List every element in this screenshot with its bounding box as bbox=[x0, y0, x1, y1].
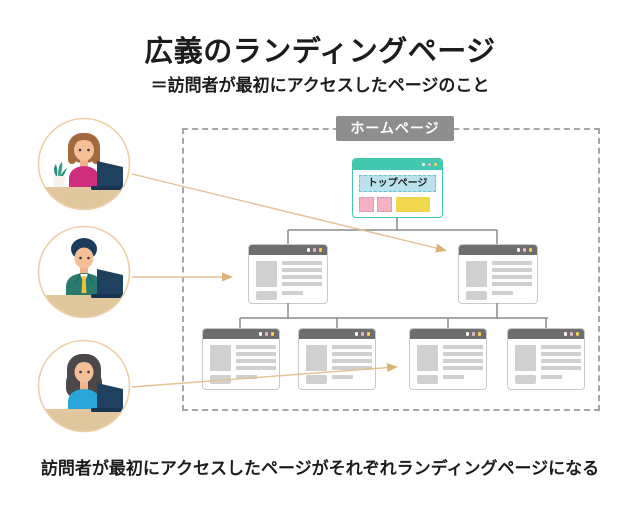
placeholder-image-block bbox=[306, 345, 327, 371]
placeholder-button-block bbox=[515, 375, 536, 384]
page-subtitle: ＝訪問者が最初にアクセスしたページのこと bbox=[150, 76, 490, 95]
laptop-icon bbox=[97, 269, 123, 296]
subpage-window-6 bbox=[507, 328, 585, 390]
placeholder-button-block bbox=[466, 291, 487, 300]
window-dot bbox=[427, 162, 432, 167]
visitor-2-avatar-icon bbox=[37, 225, 131, 319]
plant-icon bbox=[53, 162, 67, 187]
placeholder-button-block bbox=[256, 291, 277, 300]
yellow-content-block bbox=[396, 197, 430, 212]
window-control-dots bbox=[203, 329, 279, 339]
window-control-dots bbox=[299, 329, 375, 339]
placeholder-image-block bbox=[466, 261, 487, 287]
subpage-window-5 bbox=[409, 328, 487, 390]
window-dot bbox=[421, 162, 426, 167]
top-page-label: トップページ bbox=[359, 175, 436, 192]
visitor-3-avatar-icon bbox=[37, 339, 131, 433]
placeholder-image-block bbox=[210, 345, 231, 371]
window-dot bbox=[433, 162, 437, 167]
subpage-window-4 bbox=[298, 328, 376, 390]
window-control-dots bbox=[459, 245, 537, 255]
laptop-icon bbox=[97, 161, 123, 188]
window-control-dots bbox=[410, 329, 486, 339]
subpage-window-1 bbox=[248, 244, 328, 304]
placeholder-image-block bbox=[256, 261, 277, 287]
top-page-window: トップページ bbox=[352, 158, 443, 218]
homepage-label: ホームページ bbox=[336, 116, 454, 141]
window-control-dots bbox=[249, 245, 327, 255]
pink-content-block bbox=[359, 197, 374, 212]
placeholder-button-block bbox=[417, 375, 438, 384]
laptop-icon bbox=[97, 383, 123, 410]
window-control-dots bbox=[353, 159, 442, 170]
placeholder-button-block bbox=[306, 375, 327, 384]
subpage-window-3 bbox=[202, 328, 280, 390]
window-control-dots bbox=[508, 329, 584, 339]
placeholder-button-block bbox=[210, 375, 231, 384]
visitor-1-avatar-icon bbox=[37, 117, 131, 211]
subpage-window-2 bbox=[458, 244, 538, 304]
pink-content-block bbox=[377, 197, 392, 212]
placeholder-image-block bbox=[417, 345, 438, 371]
bottom-caption: 訪問者が最初にアクセスしたページがそれぞれランディングページになる bbox=[40, 459, 600, 478]
page-title: 広義のランディングページ bbox=[144, 36, 496, 68]
placeholder-image-block bbox=[515, 345, 536, 371]
